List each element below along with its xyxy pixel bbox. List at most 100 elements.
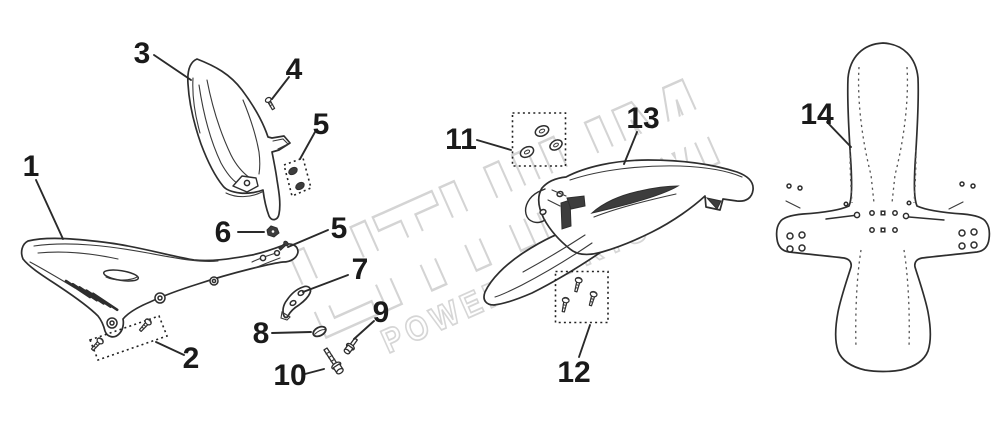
callout-labels: 1 2 3 4 5 5 6 7 8 9 10 11 12 13 14 xyxy=(23,37,834,392)
side-panel-tip-hole xyxy=(259,254,267,262)
fender-blank-fold-line xyxy=(908,216,945,221)
fender-blank-dashed-crease xyxy=(857,66,875,204)
callout-5b-label: 5 xyxy=(331,212,348,245)
callout-6-label: 6 xyxy=(215,216,232,249)
callout-7-label: 7 xyxy=(352,253,369,286)
part-9-bolt xyxy=(343,337,358,355)
part-5b-screw xyxy=(278,240,289,251)
fender-blank-wing-holes-left xyxy=(786,231,806,253)
front-fender-crease xyxy=(242,99,261,175)
callout-13-label: 13 xyxy=(626,102,659,135)
callout-10-label: 10 xyxy=(273,359,306,392)
part-8-washer xyxy=(312,325,327,338)
watermark-logo: LITHIUM POWERSPORTS xyxy=(270,50,739,368)
fender-blank-dashed-edge xyxy=(849,149,853,204)
screw-glyph xyxy=(89,336,106,353)
rear-fender-blade-crease xyxy=(494,242,593,298)
callout-14-label: 14 xyxy=(800,98,834,131)
side-panel-recess-inner xyxy=(105,276,138,281)
leader-lines xyxy=(35,54,852,375)
front-fender-edge-line xyxy=(192,77,201,134)
rear-fender-step-notch xyxy=(560,199,572,230)
callout-11-label: 11 xyxy=(445,123,477,156)
grommet xyxy=(534,125,550,137)
hardware-box-2 xyxy=(88,314,169,362)
grommet xyxy=(519,145,535,159)
side-panel-hole-center xyxy=(211,278,217,284)
callout-3-leader-line xyxy=(153,54,192,81)
callout-8-leader-line xyxy=(271,331,312,334)
hardware-box-12 xyxy=(554,270,609,324)
side-panel-tip-hole xyxy=(273,249,281,257)
fender-blank-wing-holes-right xyxy=(958,228,978,250)
side-panel-vent-slats xyxy=(64,279,119,312)
screw-glyph xyxy=(586,290,599,308)
rear-fender-nose-facet xyxy=(547,199,561,207)
part-1-side-panel-drawing xyxy=(20,237,299,338)
clip-fastener xyxy=(288,166,298,176)
rear-fender-nose-lobe xyxy=(524,188,546,224)
callout-8-label: 8 xyxy=(253,317,270,350)
grommet xyxy=(549,139,563,151)
callout-2-label: 2 xyxy=(183,342,200,375)
callout-13-leader-line xyxy=(623,131,638,165)
callout-5b-leader-line xyxy=(287,229,329,248)
front-fender-foot-underline xyxy=(225,191,263,198)
front-fender-foot-hole xyxy=(243,179,251,187)
part-7-bracket xyxy=(280,285,312,321)
rear-fender-step-notch xyxy=(566,195,586,210)
screw-glyph xyxy=(559,296,571,314)
front-fender-outline xyxy=(186,58,291,221)
callout-5a-label: 5 xyxy=(313,108,330,141)
fender-blank-outline xyxy=(775,42,991,373)
watermark-stripe xyxy=(275,97,736,325)
callout-4-leader-line xyxy=(271,76,290,100)
callout-4-label: 4 xyxy=(286,53,303,86)
fender-blank-dashed-crease xyxy=(903,249,910,349)
side-panel-hole-center xyxy=(109,320,115,326)
callout-1-label: 1 xyxy=(23,150,40,183)
callout-2-leader-line xyxy=(155,341,185,356)
side-panel-outline xyxy=(20,237,299,338)
callout-14-leader-line xyxy=(826,121,852,148)
part-14-fender-blank-drawing xyxy=(775,42,991,373)
front-fender-flange-inner xyxy=(272,138,289,150)
fender-blank-flare-details xyxy=(785,181,976,210)
rear-fender-scoop-line xyxy=(593,193,677,218)
fender-blank-fold-line xyxy=(825,214,855,220)
front-fender-crease xyxy=(206,79,251,179)
callout-3-label: 3 xyxy=(134,37,151,70)
callout-1-leader-line xyxy=(35,179,64,240)
rear-fender-blade-crease xyxy=(522,234,586,273)
side-panel-tip-line xyxy=(254,257,281,269)
side-panel-rim-line xyxy=(37,251,119,260)
part-4-screw xyxy=(264,96,276,111)
front-fender-crease xyxy=(198,84,238,184)
rear-fender-scoop xyxy=(590,185,680,214)
callout-5a-leader-line xyxy=(299,131,316,160)
callout-9-leader-line xyxy=(353,320,375,340)
rear-fender-nose-hole xyxy=(539,208,547,216)
part-10-bolt xyxy=(323,347,344,375)
callout-12-label: 12 xyxy=(557,356,590,389)
clip-fastener xyxy=(295,181,305,191)
hardware-box-5 xyxy=(283,156,312,198)
fender-blank-dashed-edge xyxy=(913,149,917,204)
part-6-nut-center xyxy=(271,230,275,233)
rear-fender-nose-facet xyxy=(551,189,567,197)
part-3-front-fender-drawing xyxy=(186,58,291,221)
screw-glyph xyxy=(137,317,154,334)
side-panel-hole-center xyxy=(157,295,163,301)
side-panel-rim-line xyxy=(33,243,219,262)
rear-fender-tab xyxy=(705,197,722,210)
callout-7-leader-line xyxy=(302,274,349,293)
fender-blank-dashed-crease xyxy=(891,66,909,204)
rear-fender-rim-line xyxy=(569,165,743,181)
callout-11-leader-line xyxy=(476,139,512,151)
callout-12-leader-line xyxy=(578,324,591,358)
part-13-rear-fender-drawing xyxy=(483,159,754,306)
callout-10-leader-line xyxy=(304,368,325,375)
hardware-box-11 xyxy=(511,112,567,167)
